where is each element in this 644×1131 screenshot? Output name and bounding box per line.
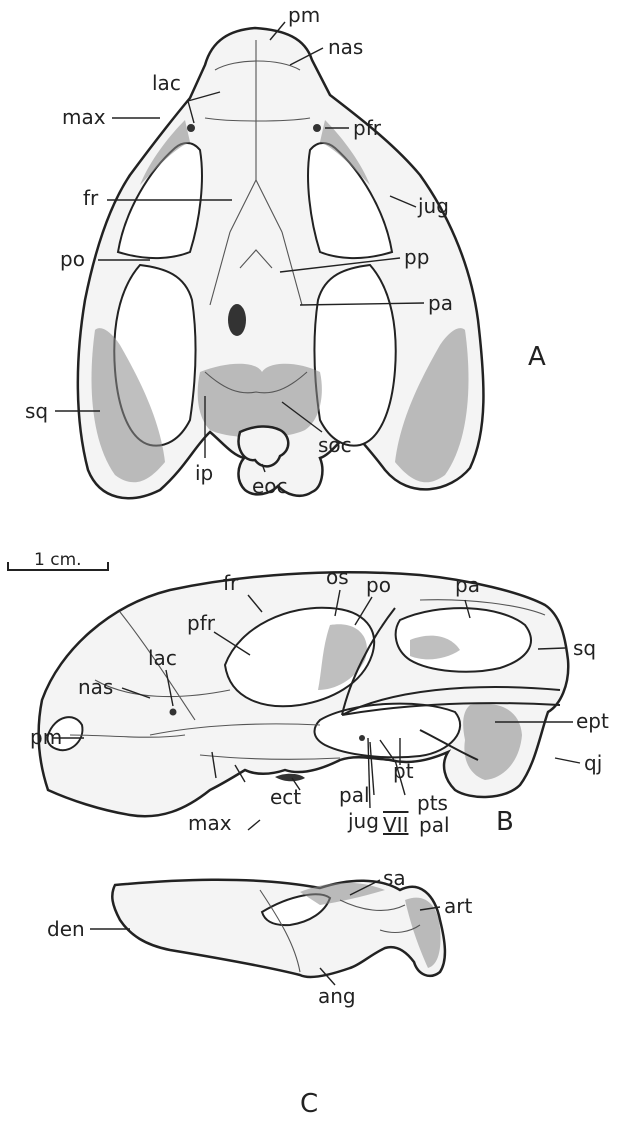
label-b-pts: pts	[417, 791, 448, 815]
right-temporal-opening	[314, 265, 395, 446]
label-a-sq: sq	[25, 399, 48, 423]
panel-label-a: A	[528, 342, 546, 372]
label-a-po: po	[60, 247, 85, 271]
jaw-outline	[112, 880, 445, 977]
label-a-max: max	[62, 105, 106, 129]
panel-a-skull-dorsal: pm nas lac max pfr fr jug po pp pa sq ip…	[25, 3, 546, 498]
vii-foramen-b	[359, 735, 365, 741]
left-lacrimal-foramen	[187, 124, 195, 132]
label-a-eoc: eoc	[252, 474, 288, 498]
label-c-den: den	[47, 917, 85, 941]
label-b-pa: pa	[455, 573, 480, 597]
label-a-soc: soc	[318, 433, 352, 457]
label-b-sq: sq	[573, 636, 596, 660]
label-b-os: os	[326, 565, 349, 589]
label-b-max: max	[188, 811, 232, 835]
pineal-foramen	[228, 304, 246, 336]
label-a-fr: fr	[83, 186, 99, 210]
lacrimal-foramen-b	[170, 709, 177, 716]
label-b-jug: jug	[347, 809, 379, 833]
label-b-qj: qj	[584, 751, 602, 775]
panel-b-skull-lateral: fr os po pa pfr lac nas sq pm ept qj pt …	[30, 565, 609, 837]
label-b-pfr: pfr	[187, 611, 216, 635]
label-b-ept: ept	[576, 709, 609, 733]
label-a-pfr: pfr	[353, 116, 382, 140]
ectopterygoid-shading-b	[275, 774, 305, 782]
right-lacrimal-foramen	[313, 124, 321, 132]
label-a-pp: pp	[404, 245, 429, 269]
label-b-pt: pt	[393, 759, 414, 783]
panel-c-lower-jaw: sa art den ang C	[47, 866, 472, 1119]
label-a-ip: ip	[195, 461, 213, 485]
label-a-lac: lac	[152, 71, 181, 95]
label-b-pal: pal	[339, 783, 370, 807]
label-b-fr: fr	[223, 571, 239, 595]
label-a-jug: jug	[417, 194, 449, 218]
label-b-po: po	[366, 573, 391, 597]
label-b-lac: lac	[148, 646, 177, 670]
label-a-nas: nas	[328, 35, 363, 59]
label-b-ect: ect	[270, 785, 301, 809]
label-a-pm: pm	[288, 3, 320, 27]
label-a-pa: pa	[428, 291, 453, 315]
scale-bar: 1 cm.	[8, 550, 108, 570]
label-c-art: art	[444, 894, 472, 918]
panel-label-c: C	[300, 1089, 318, 1119]
label-b-nas: nas	[78, 675, 113, 699]
label-b-pal-2: pal	[419, 813, 450, 837]
label-b-vii: VII	[383, 813, 408, 837]
panel-label-b: B	[496, 807, 514, 837]
label-c-ang: ang	[318, 984, 356, 1008]
scale-bar-label: 1 cm.	[34, 550, 82, 570]
label-c-sa: sa	[383, 866, 406, 890]
label-b-pm: pm	[30, 725, 62, 749]
